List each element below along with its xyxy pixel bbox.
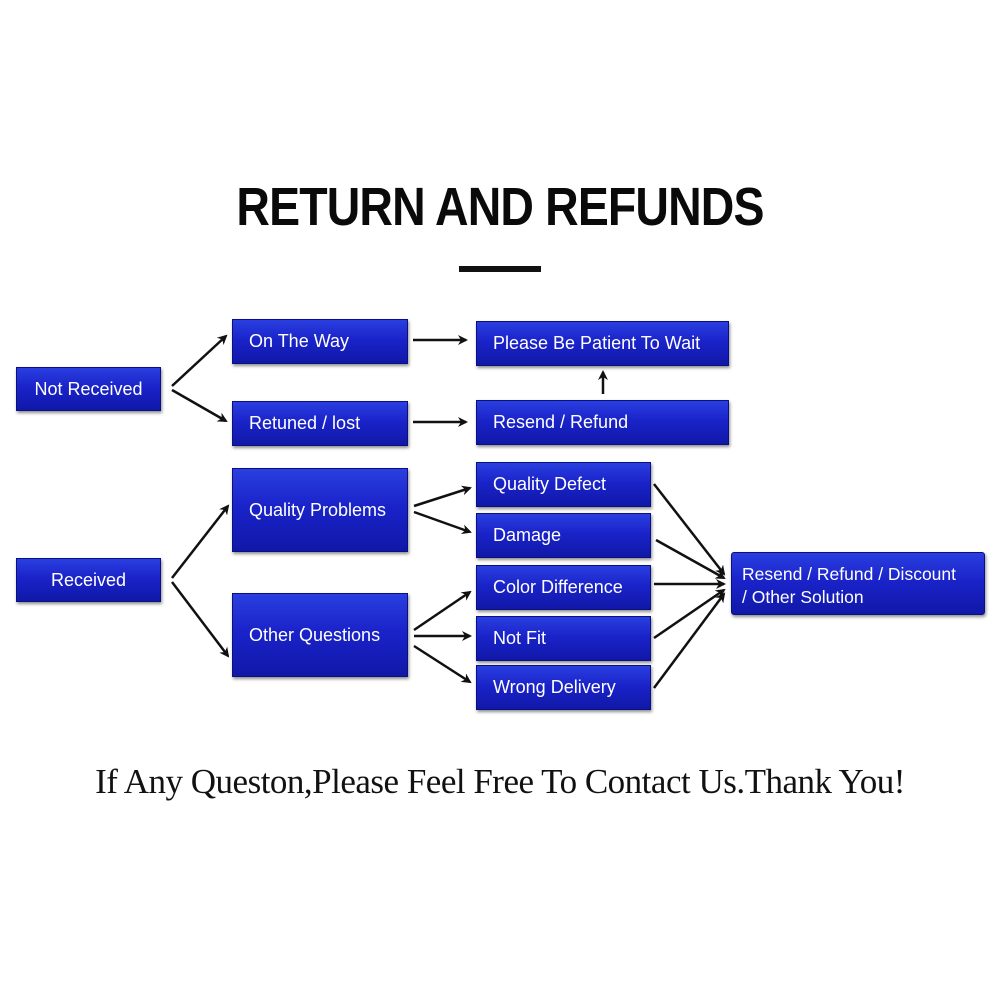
arrow-damage-solution — [655, 538, 726, 580]
page-title: RETURN AND REFUNDS — [236, 177, 764, 237]
node-quality-defect: Quality Defect — [476, 462, 651, 507]
footer-message: If Any Queston,Please Feel Free To Conta… — [95, 762, 905, 801]
arrow-other-wrong — [413, 644, 472, 684]
arrow-defect-solution — [653, 483, 726, 576]
node-not-fit: Not Fit — [476, 616, 651, 661]
node-quality-problems: Quality Problems — [232, 468, 408, 552]
solution-line-2: / Other Solution — [742, 587, 864, 607]
node-received: Received — [16, 558, 161, 602]
arrow-other-color — [413, 590, 472, 632]
node-other-questions: Other Questions — [232, 593, 408, 677]
node-wrong-delivery: Wrong Delivery — [476, 665, 651, 710]
node-please-be-patient: Please Be Patient To Wait — [476, 321, 729, 366]
arrow-received-other — [171, 581, 230, 658]
arrow-wrong-solution — [652, 592, 726, 689]
node-returned-lost: Retuned / lost — [232, 401, 408, 446]
title-underline — [459, 266, 541, 272]
arrow-quality-damage — [413, 510, 472, 535]
node-solution: Resend / Refund / Discount / Other Solut… — [731, 552, 985, 615]
arrow-received-quality — [171, 504, 230, 579]
solution-line-1: Resend / Refund / Discount — [742, 564, 957, 584]
node-on-the-way: On The Way — [232, 319, 408, 364]
arrow-notreceived-returned — [171, 388, 228, 423]
node-not-received: Not Received — [16, 367, 161, 411]
arrow-notreceived-ontheway — [171, 334, 228, 387]
node-resend-refund: Resend / Refund — [476, 400, 729, 445]
arrow-quality-defect — [413, 485, 472, 508]
node-damage: Damage — [476, 513, 651, 558]
node-color-difference: Color Difference — [476, 565, 651, 610]
arrow-notfit-solution — [653, 588, 726, 640]
